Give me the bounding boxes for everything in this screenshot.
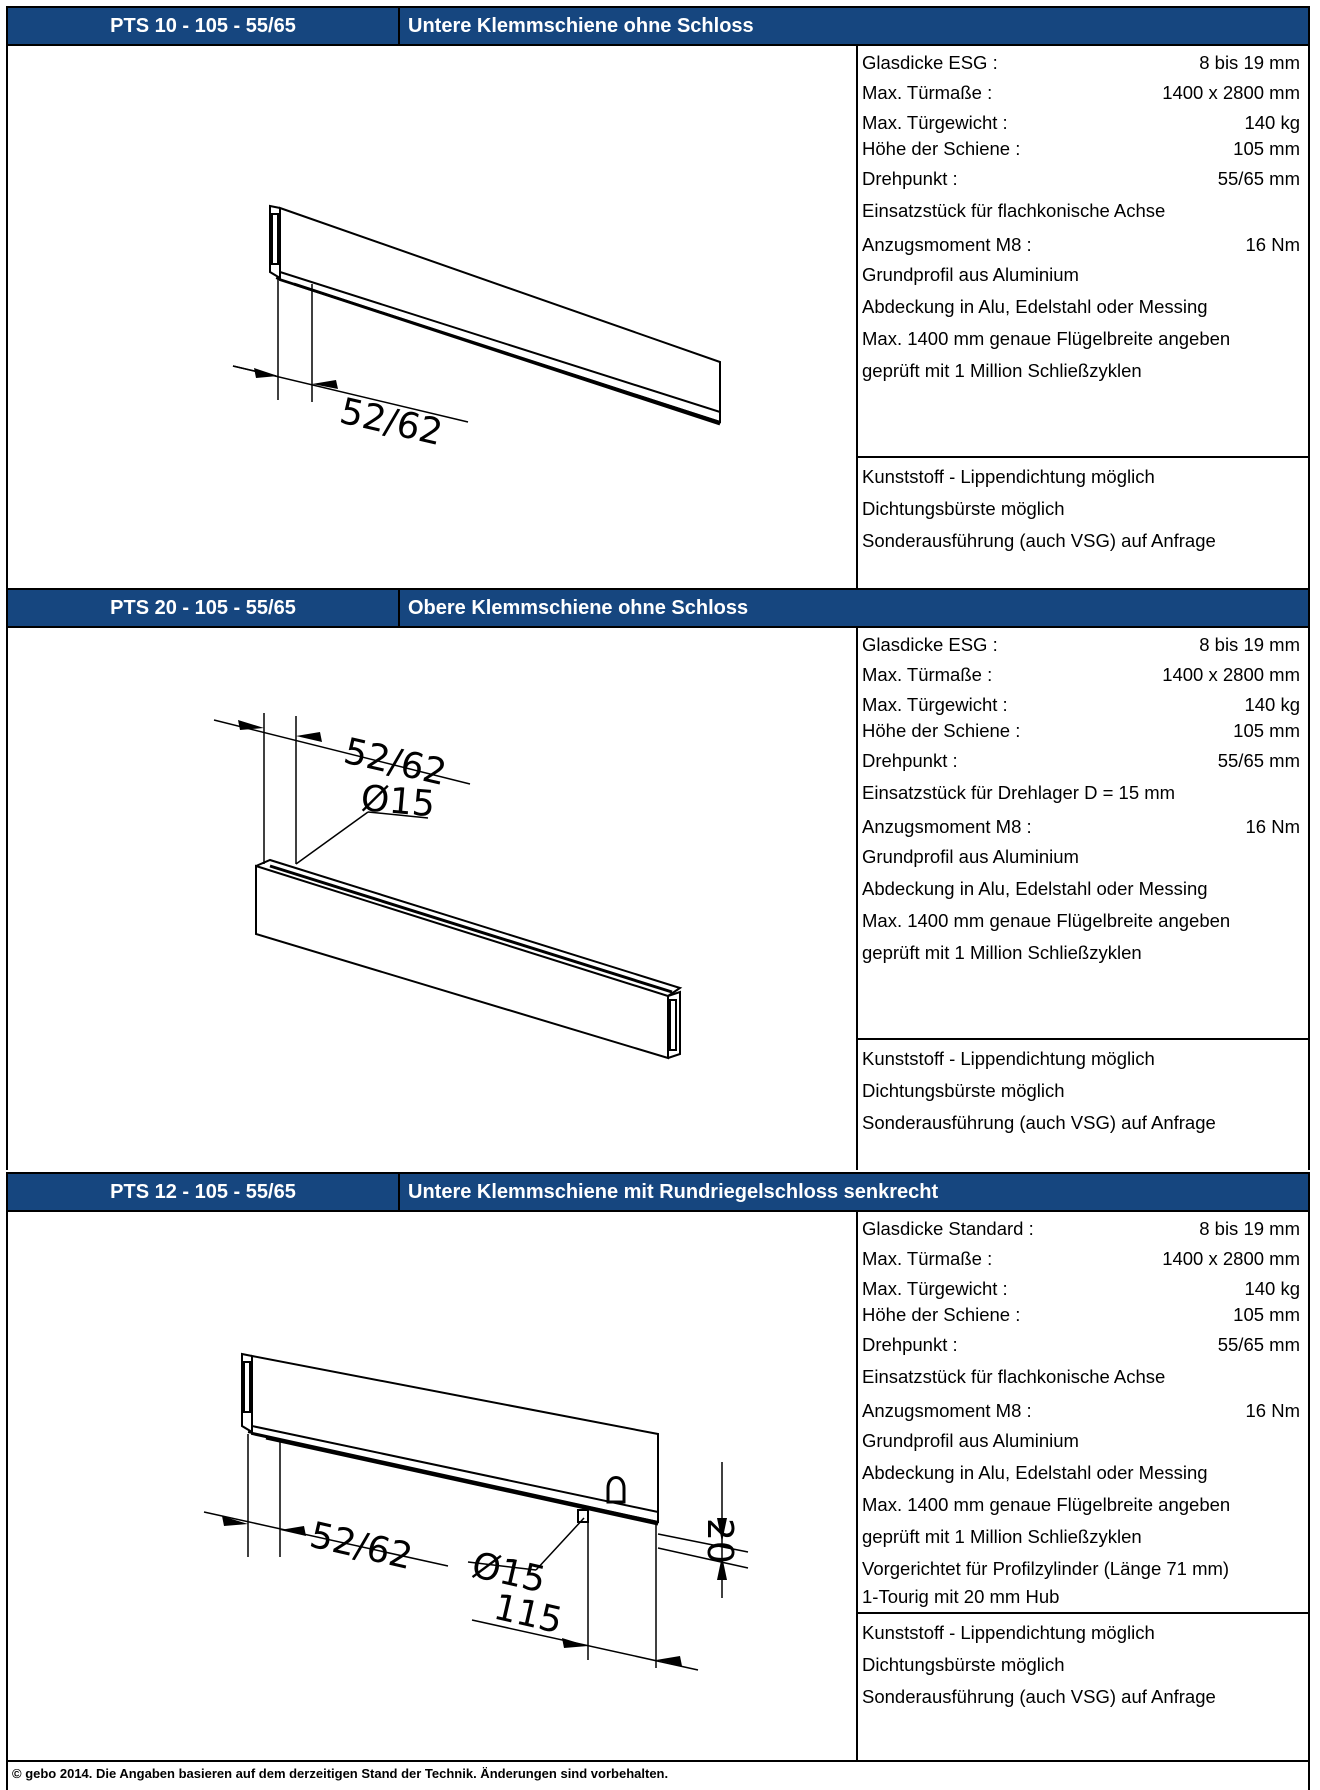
section-header: PTS 20 - 105 - 55/65 Obere Klemmschiene … xyxy=(6,588,1310,628)
section-body: 52/62 Glasdicke ESG :8 bis 19 mm Max. Tü… xyxy=(6,46,1310,588)
spec-row: geprüft mit 1 Million Schließzyklen xyxy=(862,1526,1142,1547)
spec-row: Höhe der Schiene :105 mm xyxy=(862,720,1300,741)
options-box: Kunststoff - Lippendichtung möglich Dich… xyxy=(858,1038,1310,1172)
spec-row: Max. Türgewicht :140 kg xyxy=(862,1278,1300,1299)
technical-drawing: 52/62 Ø15 xyxy=(8,628,858,1170)
spec-row: Max. Türgewicht :140 kg xyxy=(862,694,1300,715)
options-box: Kunststoff - Lippendichtung möglich Dich… xyxy=(858,1612,1310,1762)
product-title: Obere Klemmschiene ohne Schloss xyxy=(408,597,749,619)
product-code: PTS 20 - 105 - 55/65 xyxy=(8,590,400,626)
rail-drawing-top: 52/62 Ø15 xyxy=(213,713,683,1060)
spec-row: Einsatzstück für Drehlager D = 15 mm xyxy=(862,782,1176,803)
copyright-text: © gebo 2014. Die Angaben basieren auf de… xyxy=(12,1766,669,1781)
spec-row: Glasdicke Standard :8 bis 19 mm xyxy=(862,1218,1300,1239)
dimension-width-label: 52/62 xyxy=(336,391,446,454)
technical-drawing: 52/62 xyxy=(8,46,858,588)
spec-row: Einsatzstück für flachkonische Achse xyxy=(862,200,1166,221)
spec-row: Max. Türmaße :1400 x 2800 mm xyxy=(862,664,1300,685)
product-title: Untere Klemmschiene ohne Schloss xyxy=(408,15,754,37)
spec-row: Anzugsmoment M8 :16 Nm xyxy=(862,816,1300,837)
option-item: Dichtungsbürste möglich xyxy=(862,498,1065,519)
rail-drawing-bottom: 52/62 xyxy=(232,204,721,454)
spec-row: Drehpunkt :55/65 mm xyxy=(862,1334,1300,1355)
dimension-height-label: 20 xyxy=(699,1518,740,1564)
technical-drawing: 52/62 Ø15 115 20 xyxy=(8,1212,858,1760)
spec-row: Anzugsmoment M8 :16 Nm xyxy=(862,234,1300,255)
spec-row: 1-Tourig mit 20 mm Hub xyxy=(862,1586,1060,1607)
spec-row: Max. Türmaße :1400 x 2800 mm xyxy=(862,82,1300,103)
spec-row: Höhe der Schiene :105 mm xyxy=(862,1304,1300,1325)
option-item: Sonderausführung (auch VSG) auf Anfrage xyxy=(862,1112,1216,1133)
spec-row: Max. Türgewicht :140 kg xyxy=(862,112,1300,133)
dimension-width-label: 52/62 xyxy=(306,1515,416,1578)
spec-row: Abdeckung in Alu, Edelstahl oder Messing xyxy=(862,878,1208,899)
section-body: 52/62 Ø15 115 20 Glasdicke Standard :8 b… xyxy=(6,1212,1310,1760)
option-item: Sonderausführung (auch VSG) auf Anfrage xyxy=(862,530,1216,551)
option-item: Dichtungsbürste möglich xyxy=(862,1654,1065,1675)
spec-row: Einsatzstück für flachkonische Achse xyxy=(862,1366,1166,1387)
option-item: Sonderausführung (auch VSG) auf Anfrage xyxy=(862,1686,1216,1707)
option-item: Dichtungsbürste möglich xyxy=(862,1080,1065,1101)
spec-row: Grundprofil aus Aluminium xyxy=(862,1430,1079,1451)
option-item: Kunststoff - Lippendichtung möglich xyxy=(862,1048,1155,1069)
spec-row: Glasdicke ESG :8 bis 19 mm xyxy=(862,52,1300,73)
product-title: Untere Klemmschiene mit Rundriegelschlos… xyxy=(408,1181,939,1203)
spec-row: Abdeckung in Alu, Edelstahl oder Messing xyxy=(862,1462,1208,1483)
spec-row: Anzugsmoment M8 :16 Nm xyxy=(862,1400,1300,1421)
options-box: Kunststoff - Lippendichtung möglich Dich… xyxy=(858,456,1310,590)
rail-drawing-lock: 52/62 Ø15 115 20 xyxy=(203,1352,749,1671)
spec-row: Vorgerichtet für Profilzylinder (Länge 7… xyxy=(862,1558,1230,1579)
option-item: Kunststoff - Lippendichtung möglich xyxy=(862,1622,1155,1643)
spec-row: geprüft mit 1 Million Schließzyklen xyxy=(862,942,1142,963)
section-body: 52/62 Ø15 Glasdicke ESG :8 bis 19 mm Max… xyxy=(6,628,1310,1170)
footer-disclaimer: © gebo 2014. Die Angaben basieren auf de… xyxy=(6,1760,1310,1790)
option-item: Kunststoff - Lippendichtung möglich xyxy=(862,466,1155,487)
spec-row: Max. 1400 mm genaue Flügelbreite angeben xyxy=(862,328,1231,349)
section-header: PTS 12 - 105 - 55/65 Untere Klemmschiene… xyxy=(6,1172,1310,1212)
spec-row: Grundprofil aus Aluminium xyxy=(862,264,1079,285)
spec-row: Höhe der Schiene :105 mm xyxy=(862,138,1300,159)
spec-row: Drehpunkt :55/65 mm xyxy=(862,750,1300,771)
section-header: PTS 10 - 105 - 55/65 Untere Klemmschiene… xyxy=(6,6,1310,46)
spec-row: Abdeckung in Alu, Edelstahl oder Messing xyxy=(862,296,1208,317)
spec-row: geprüft mit 1 Million Schließzyklen xyxy=(862,360,1142,381)
spec-row: Glasdicke ESG :8 bis 19 mm xyxy=(862,634,1300,655)
product-code: PTS 12 - 105 - 55/65 xyxy=(8,1174,400,1210)
spec-row: Drehpunkt :55/65 mm xyxy=(862,168,1300,189)
spec-row: Max. 1400 mm genaue Flügelbreite angeben xyxy=(862,1494,1231,1515)
dimension-diameter-label: Ø15 xyxy=(359,778,436,825)
spec-row: Grundprofil aus Aluminium xyxy=(862,846,1079,867)
dimension-length-label: 115 xyxy=(490,1587,566,1642)
spec-row: Max. Türmaße :1400 x 2800 mm xyxy=(862,1248,1300,1269)
product-code: PTS 10 - 105 - 55/65 xyxy=(8,8,400,44)
spec-row: Max. 1400 mm genaue Flügelbreite angeben xyxy=(862,910,1231,931)
